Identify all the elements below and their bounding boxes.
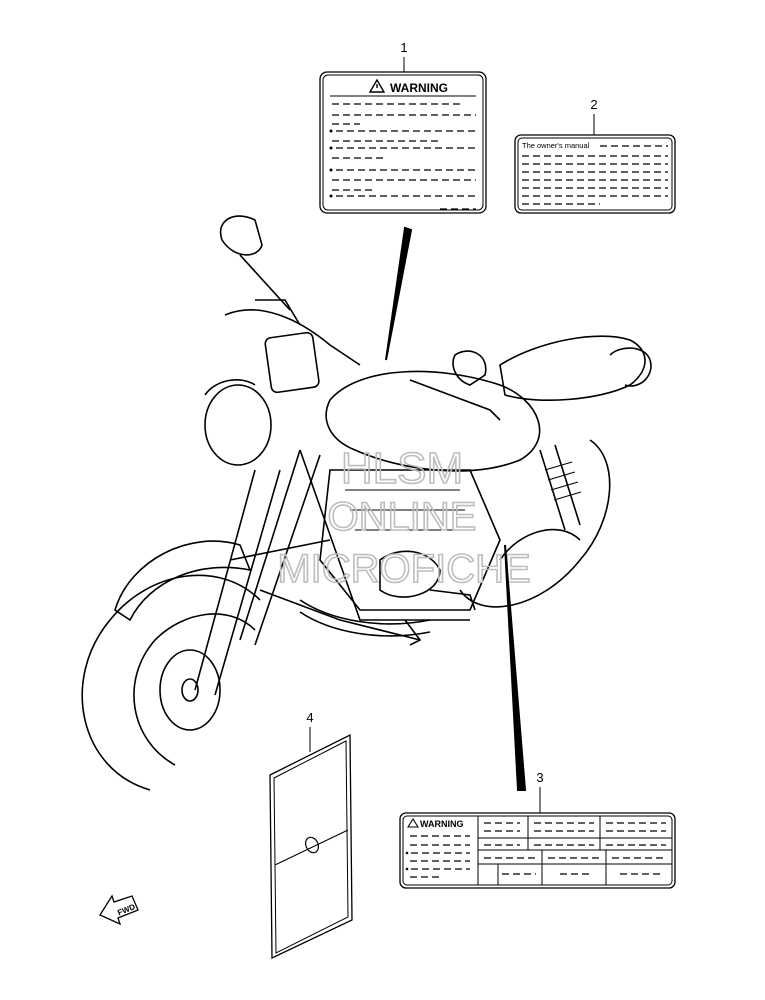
watermark-line-1: HLSM — [341, 444, 463, 493]
watermark-line-3: MICROFICHE — [277, 547, 530, 591]
callout-2[interactable]: 2 — [590, 97, 598, 135]
label-2-title: The owner's manual — [522, 141, 590, 150]
callout-3[interactable]: 3 — [536, 770, 544, 813]
forward-arrow-icon: FWD — [99, 894, 139, 926]
watermark: HLSM ONLINE MICROFICHE — [277, 443, 532, 592]
callout-number: 3 — [536, 770, 543, 785]
callout-number: 1 — [400, 40, 407, 55]
label-1-warning[interactable]: WARNING — [319, 71, 487, 214]
callout-4[interactable]: 4 — [306, 710, 314, 752]
label-1-title: WARNING — [390, 81, 448, 95]
leader-3 — [504, 544, 527, 791]
leader-1 — [385, 226, 413, 361]
callout-number: 4 — [306, 710, 313, 725]
label-4-sheet[interactable] — [269, 733, 353, 960]
motorcycle-drawing — [81, 215, 652, 791]
warning-triangle-icon — [368, 78, 386, 93]
warning-triangle-icon — [407, 817, 419, 828]
label-3-title: WARNING — [420, 819, 464, 829]
label-2-owners-manual[interactable]: The owner's manual — [514, 134, 676, 214]
callout-number: 2 — [590, 97, 597, 112]
callout-1[interactable]: 1 — [400, 40, 408, 72]
label-3-warning[interactable]: WARNING — [399, 812, 676, 889]
watermark-line-2: ONLINE — [328, 495, 477, 539]
